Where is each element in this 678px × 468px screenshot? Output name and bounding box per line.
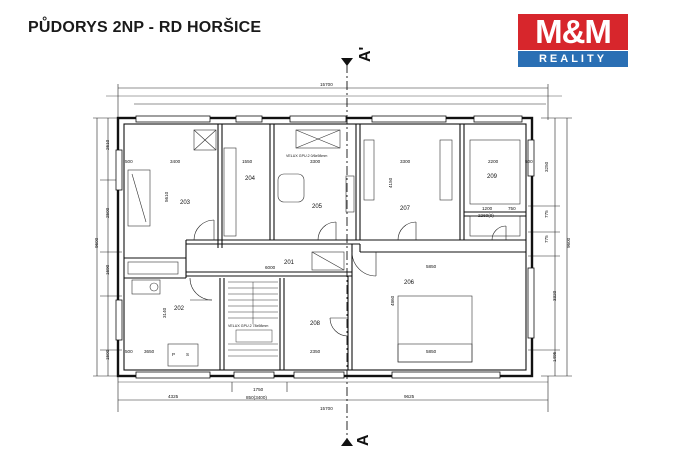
dim-750: 750 bbox=[508, 206, 516, 211]
fixture-s: S bbox=[186, 352, 189, 357]
dim-3400: 3400 bbox=[170, 159, 181, 164]
dim-left-total: 9600 bbox=[94, 237, 99, 248]
room-206: 206 bbox=[404, 280, 415, 286]
dim-850: 850(3400) bbox=[246, 395, 267, 400]
dim-3140: 3140 bbox=[162, 307, 167, 318]
dim-1690: 1690 bbox=[105, 264, 110, 275]
dim-1495: 1495 bbox=[552, 351, 557, 362]
dim-3300b: 3300 bbox=[400, 159, 411, 164]
dim-5610: 5610 bbox=[164, 191, 169, 202]
dim-6000: 6000 bbox=[265, 265, 276, 270]
dim-right-total: 9600 bbox=[566, 237, 571, 248]
dim-total-bottom: 15700 bbox=[320, 406, 333, 411]
brand-logo: M&M REALITY bbox=[518, 14, 628, 68]
section-label-top: A' bbox=[357, 47, 374, 62]
room-203: 203 bbox=[180, 200, 191, 206]
dim-500c: 500 bbox=[125, 349, 133, 354]
dim-2260: 2260(0) bbox=[478, 213, 494, 218]
dim-3320: 3320 bbox=[552, 290, 557, 301]
fixture-p: P bbox=[172, 352, 175, 357]
room-204: 204 bbox=[245, 176, 256, 182]
dim-2502: 2500 bbox=[105, 207, 110, 218]
dim-4325: 4325 bbox=[168, 394, 179, 399]
dim-775b: 775 bbox=[544, 235, 549, 243]
dim-1550: 1550 bbox=[242, 159, 253, 164]
dim-500b: 500 bbox=[525, 159, 533, 164]
dim-500a: 500 bbox=[125, 159, 133, 164]
dim-9625: 9625 bbox=[404, 394, 415, 399]
dim-1200: 1200 bbox=[482, 206, 493, 211]
dim-5850b: 5850 bbox=[426, 349, 437, 354]
room-202: 202 bbox=[174, 306, 185, 312]
dim-2200: 2200 bbox=[488, 159, 499, 164]
dim-3650: 3650 bbox=[144, 349, 155, 354]
page-title: PŮDORYS 2NP - RD HORŠICE bbox=[28, 19, 262, 36]
dim-5850a: 5850 bbox=[426, 264, 437, 269]
room-205: 205 bbox=[312, 204, 323, 210]
room-201: 201 bbox=[284, 260, 295, 266]
dim-4150: 4150 bbox=[388, 177, 393, 188]
velux-stair: VELUX GPU.2 78x98mm bbox=[228, 324, 268, 328]
section-label-bottom: A bbox=[355, 434, 372, 446]
dim-3300a: 3300 bbox=[310, 159, 321, 164]
logo-reality: REALITY bbox=[518, 51, 628, 67]
room-209: 209 bbox=[487, 174, 498, 180]
logo-mm: M&M bbox=[518, 14, 628, 50]
velux-top: VELUX GPU.2 0/6x98mm bbox=[286, 154, 327, 158]
dim-2350: 2350 bbox=[310, 349, 321, 354]
dim-total-top: 15700 bbox=[320, 82, 333, 87]
dim-1500: 1500 bbox=[105, 349, 110, 360]
room-207: 207 bbox=[400, 206, 411, 212]
dim-2610: 2610 bbox=[105, 139, 110, 150]
room-208: 208 bbox=[310, 321, 321, 327]
dim-775a: 775 bbox=[544, 210, 549, 218]
dim-4860: 4860 bbox=[390, 295, 395, 306]
dim-1750: 1750 bbox=[253, 387, 264, 392]
dim-3250: 3250 bbox=[544, 161, 549, 172]
